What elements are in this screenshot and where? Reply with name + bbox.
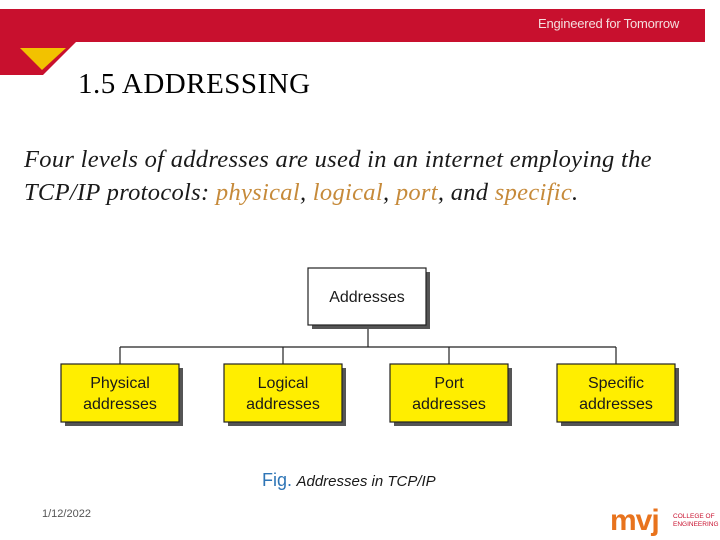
node-label-line-2: addresses: [412, 396, 486, 413]
term-logical: logical: [312, 179, 383, 206]
node-label-line-1: Physical: [90, 375, 150, 392]
term-port: port: [395, 179, 438, 206]
caption-prefix: Fig.: [262, 470, 293, 490]
brand-tagline: Engineered for Tomorrow: [538, 16, 680, 31]
node-label-line-1: Port: [434, 375, 464, 392]
header-banner: [0, 0, 705, 75]
node-label-line-2: addresses: [246, 396, 320, 413]
node-label: Addresses: [329, 289, 405, 306]
separator: , and: [437, 179, 495, 206]
caption-text: Addresses in TCP/IP: [296, 473, 436, 490]
slide-title: 1.5 ADDRESSING: [78, 68, 311, 100]
logo-sub-2: ENGINEERING: [673, 521, 719, 528]
figure-caption: Fig. Addresses in TCP/IP: [262, 470, 436, 491]
slide-date: 1/12/2022: [42, 508, 91, 520]
node-physical-addresses: Physical addresses: [60, 363, 183, 426]
term-physical: physical: [215, 179, 300, 206]
term-specific: specific: [494, 179, 573, 206]
node-label-line-2: addresses: [579, 396, 653, 413]
separator: ,: [382, 179, 396, 206]
node-specific-addresses: Specific addresses: [556, 363, 679, 426]
node-port-addresses: Port addresses: [389, 363, 512, 426]
node-logical-addresses: Logical addresses: [223, 363, 346, 426]
intro-paragraph: Four levels of addresses are used in an …: [24, 143, 714, 209]
logo-sub-1: COLLEGE OF: [673, 513, 715, 520]
node-addresses: Addresses: [307, 267, 430, 329]
node-label-line-2: addresses: [83, 396, 157, 413]
sentence-end: .: [572, 179, 579, 206]
separator: ,: [299, 179, 313, 206]
college-logo: mvj COLLEGE OF ENGINEERING: [610, 504, 719, 537]
node-label-line-1: Specific: [588, 375, 644, 392]
node-label-line-1: Logical: [258, 375, 309, 392]
intro-text: Four levels of addresses are used in an …: [24, 146, 652, 206]
tree-connectors: [119, 326, 617, 364]
logo-mark: mvj: [610, 504, 659, 537]
